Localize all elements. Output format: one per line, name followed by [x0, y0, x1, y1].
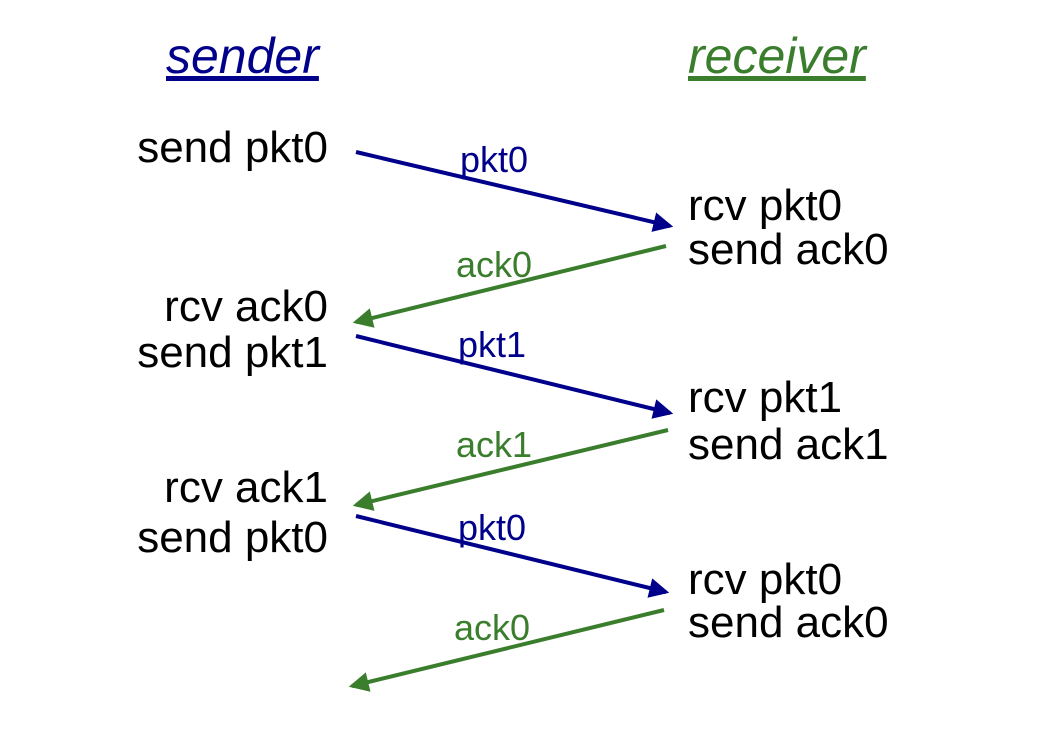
message-label-ack0: ack0: [456, 244, 533, 285]
message-label-pkt1: pkt1: [458, 324, 527, 365]
receiver-event-rcv-pkt0-2: rcv pkt0: [688, 555, 843, 604]
sender-event-send-pkt1: send pkt1: [137, 328, 328, 377]
receiver-event-send-ack0-2: send ack0: [688, 598, 889, 647]
sender-event-send-pkt0-2: send pkt0: [137, 513, 328, 562]
receiver-event-send-ack1: send ack1: [688, 420, 889, 469]
message-label-ack1: ack1: [456, 424, 533, 465]
arrow-pkt0-2: [355, 514, 670, 598]
arrow-pkt1: [355, 334, 674, 419]
message-label-ack0-2: ack0: [454, 607, 531, 648]
sender-event-rcv-ack1: rcv ack1: [164, 463, 328, 512]
receiver-header: receiver: [688, 28, 866, 84]
arrow-pkt0: [355, 150, 674, 232]
sender-header: sender: [166, 28, 319, 84]
sender-event-rcv-ack0: rcv ack0: [164, 282, 328, 331]
sender-event-send-pkt0: send pkt0: [137, 123, 328, 172]
arrow-ack0-2: [348, 608, 665, 692]
message-label-pkt0-2: pkt0: [458, 507, 527, 548]
message-label-pkt0: pkt0: [460, 139, 529, 180]
receiver-event-rcv-pkt1: rcv pkt1: [688, 373, 843, 422]
arrow-ack0: [352, 244, 667, 328]
arrow-ack1: [352, 428, 669, 511]
receiver-event-rcv-pkt0: rcv pkt0: [688, 181, 843, 230]
receiver-event-send-ack0: send ack0: [688, 225, 889, 274]
